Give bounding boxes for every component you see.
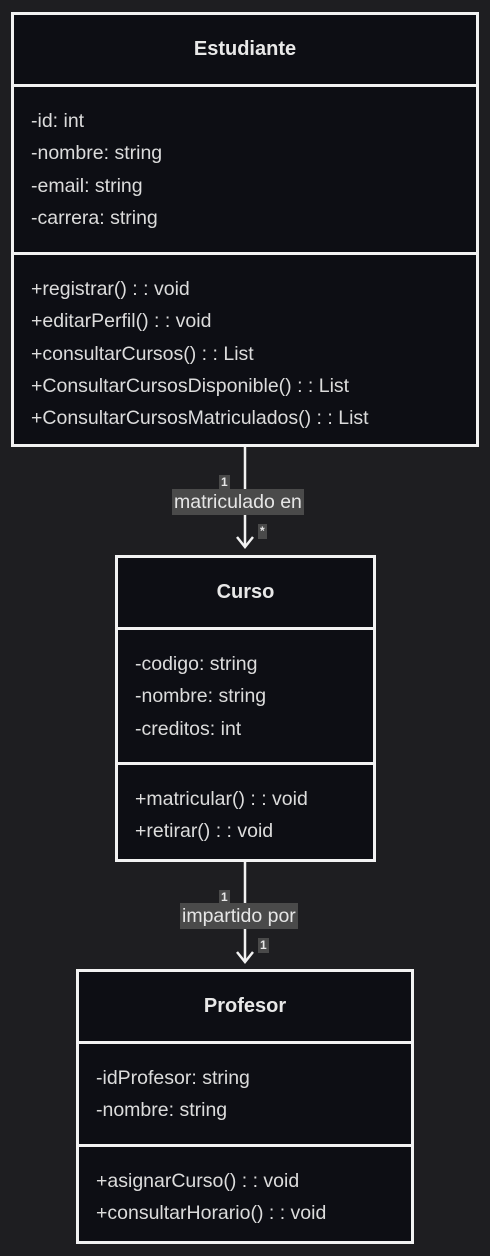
class-curso-attributes: -codigo: string -nombre: string -credito… xyxy=(118,630,373,762)
attribute: -idProfesor: string xyxy=(96,1067,250,1089)
method: +matricular() : : void xyxy=(135,788,308,810)
attribute: -email: string xyxy=(31,174,143,197)
method: +ConsultarCursosMatriculados() : : List xyxy=(31,407,369,430)
class-profesor-attributes: -idProfesor: string -nombre: string xyxy=(79,1044,411,1144)
teaching-label: impartido por xyxy=(180,903,298,929)
method: +consultarHorario() : : void xyxy=(96,1202,327,1225)
attribute: -creditos: int xyxy=(135,717,242,740)
enrollment-target-multiplicity: * xyxy=(258,524,267,539)
enrollment-arrowhead xyxy=(236,536,254,550)
attribute: -id: int xyxy=(31,110,85,132)
teaching-target-multiplicity: 1 xyxy=(258,938,269,953)
attribute: -nombre: string xyxy=(96,1099,228,1122)
class-curso-title: Curso xyxy=(118,558,373,630)
class-curso-methods: +matricular() : : void +retirar() : : vo… xyxy=(118,762,373,848)
teaching-arrowhead xyxy=(236,951,254,965)
class-estudiante[interactable]: Estudiante -id: int -nombre: string -ema… xyxy=(11,12,479,447)
class-estudiante-title: Estudiante xyxy=(14,15,476,87)
method: +registrar() : : void xyxy=(31,278,190,300)
attribute: -carrera: string xyxy=(31,206,158,229)
teaching-source-multiplicity: 1 xyxy=(219,890,230,905)
class-estudiante-attributes: -id: int -nombre: string -email: string … xyxy=(14,87,476,252)
attribute: -codigo: string xyxy=(135,653,258,675)
enrollment-source-multiplicity: 1 xyxy=(219,475,230,490)
method: +ConsultarCursosDisponible() : : List xyxy=(31,374,350,397)
class-estudiante-methods: +registrar() : : void +editarPerfil() : … xyxy=(14,252,476,434)
class-curso[interactable]: Curso -codigo: string -nombre: string -c… xyxy=(115,555,376,862)
method: +consultarCursos() : : List xyxy=(31,342,254,365)
method: +asignarCurso() : : void xyxy=(96,1170,300,1192)
method: +editarPerfil() : : void xyxy=(31,310,212,333)
enrollment-label: matriculado en xyxy=(172,489,304,515)
attribute: -nombre: string xyxy=(135,685,267,708)
class-profesor-methods: +asignarCurso() : : void +consultarHorar… xyxy=(79,1144,411,1230)
attribute: -nombre: string xyxy=(31,142,163,165)
class-profesor-title: Profesor xyxy=(79,972,411,1044)
class-profesor[interactable]: Profesor -idProfesor: string -nombre: st… xyxy=(76,969,414,1244)
method: +retirar() : : void xyxy=(135,820,274,843)
